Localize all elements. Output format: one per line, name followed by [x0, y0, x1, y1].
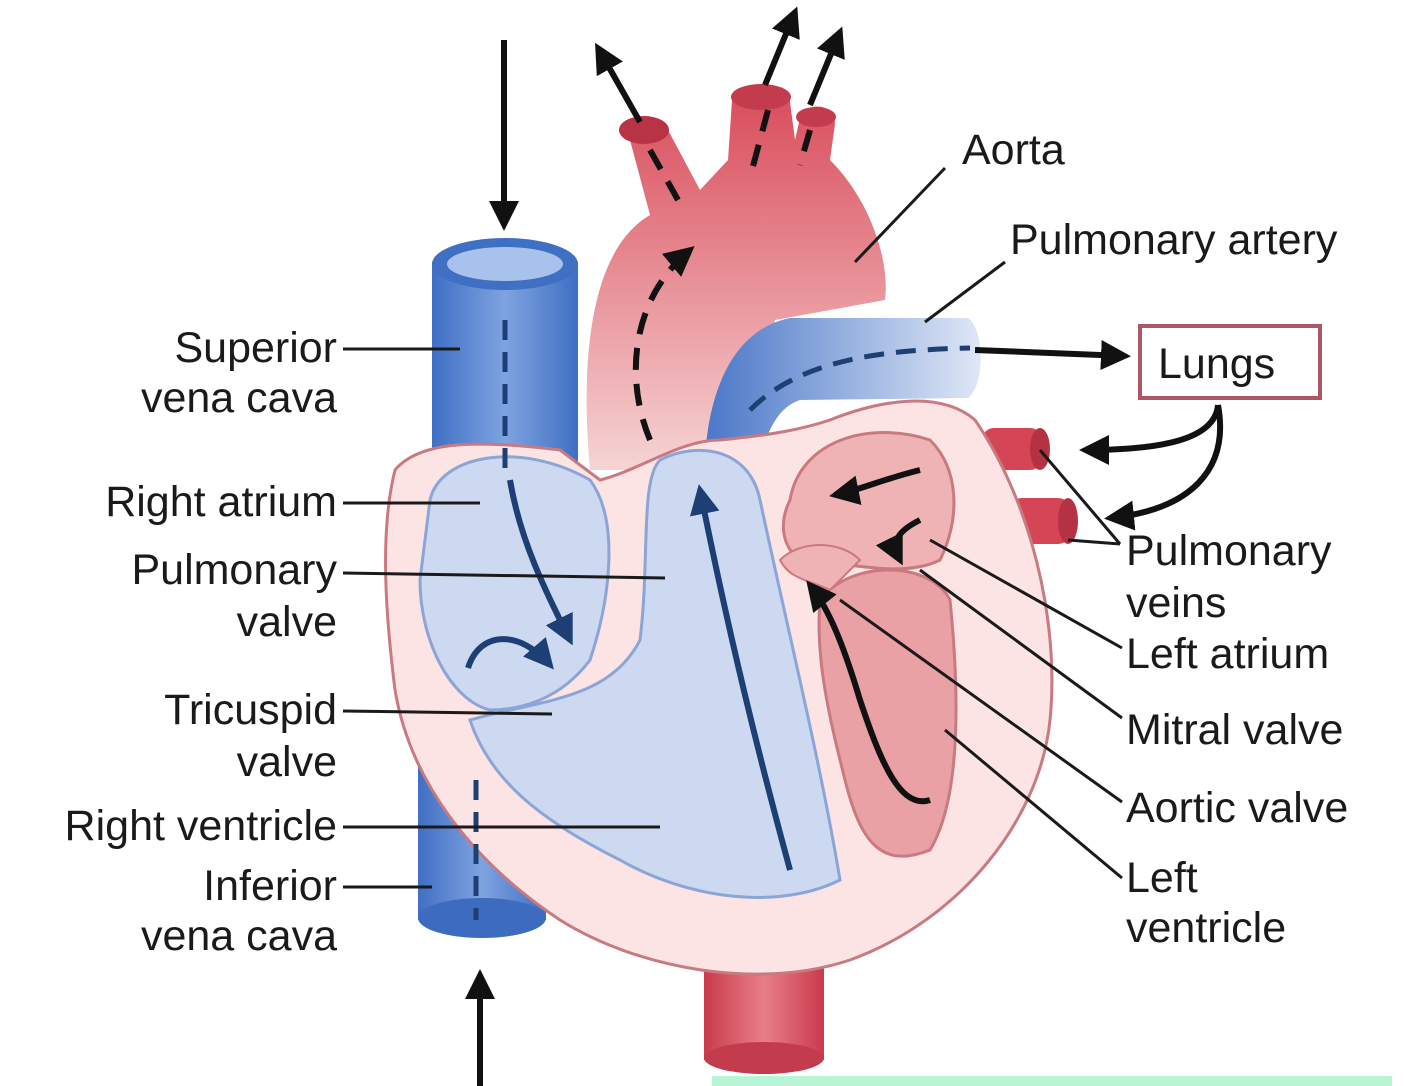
label-right-atrium: Right atrium: [105, 478, 337, 526]
label-inferior-vena-cava-1: Inferior: [203, 862, 337, 910]
label-inferior-vena-cava-2: vena cava: [141, 912, 337, 960]
label-mitral-valve: Mitral valve: [1126, 706, 1343, 754]
label-aorta: Aorta: [962, 126, 1065, 174]
label-pulmonary-veins-1: Pulmonary: [1126, 527, 1332, 575]
label-left-ventricle-1: Left: [1126, 854, 1198, 902]
label-aortic-valve: Aortic valve: [1126, 784, 1348, 832]
label-tricuspid-valve-1: Tricuspid: [164, 686, 337, 734]
label-pulmonary-valve-2: valve: [237, 598, 337, 646]
label-lungs: Lungs: [1158, 340, 1275, 388]
label-superior-vena-cava-2: vena cava: [141, 374, 337, 422]
label-left-ventricle-2: ventricle: [1126, 904, 1286, 952]
label-tricuspid-valve-2: valve: [237, 738, 337, 786]
label-pulmonary-artery: Pulmonary artery: [1010, 216, 1338, 264]
label-superior-vena-cava-1: Superior: [174, 324, 337, 372]
label-pulmonary-valve-1: Pulmonary: [131, 546, 337, 594]
label-pulmonary-veins-2: veins: [1126, 579, 1226, 627]
bottom-highlight-strip: [712, 1076, 1392, 1086]
label-left-atrium: Left atrium: [1126, 630, 1329, 678]
label-right-ventricle: Right ventricle: [65, 802, 337, 850]
